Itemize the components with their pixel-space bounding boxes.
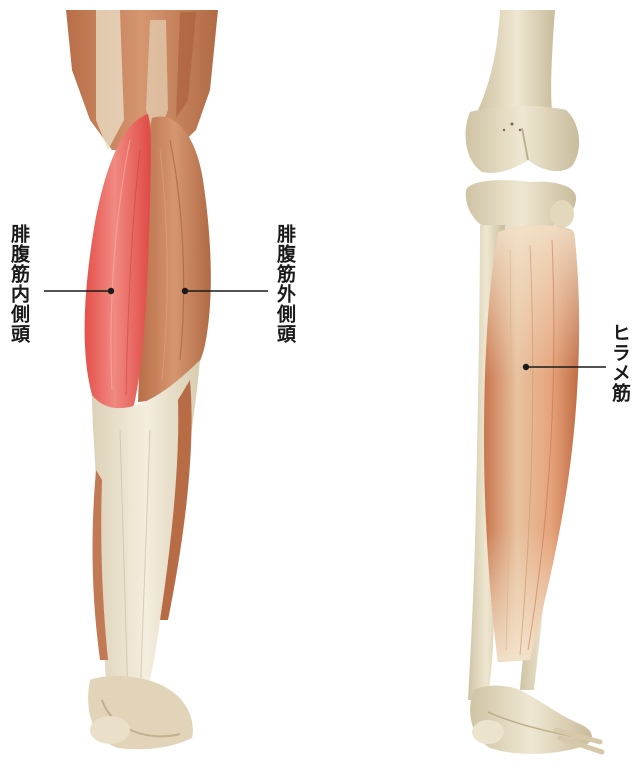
leader-dot-lateral — [182, 288, 188, 294]
label-soleus: ヒラメ筋 — [610, 323, 629, 403]
leader-dot-medial — [108, 288, 114, 294]
label-gastrocnemius-medial-head: 腓腹筋内側頭 — [9, 224, 28, 344]
leader-dot-soleus — [523, 364, 529, 370]
label-gastrocnemius-lateral-head: 腓腹筋外側頭 — [275, 224, 294, 344]
left-leg-posterior — [66, 10, 218, 749]
right-leg-skeleton — [466, 10, 602, 754]
femur — [478, 10, 555, 110]
femoral-condyles — [466, 106, 580, 173]
fibula-head — [550, 200, 574, 228]
